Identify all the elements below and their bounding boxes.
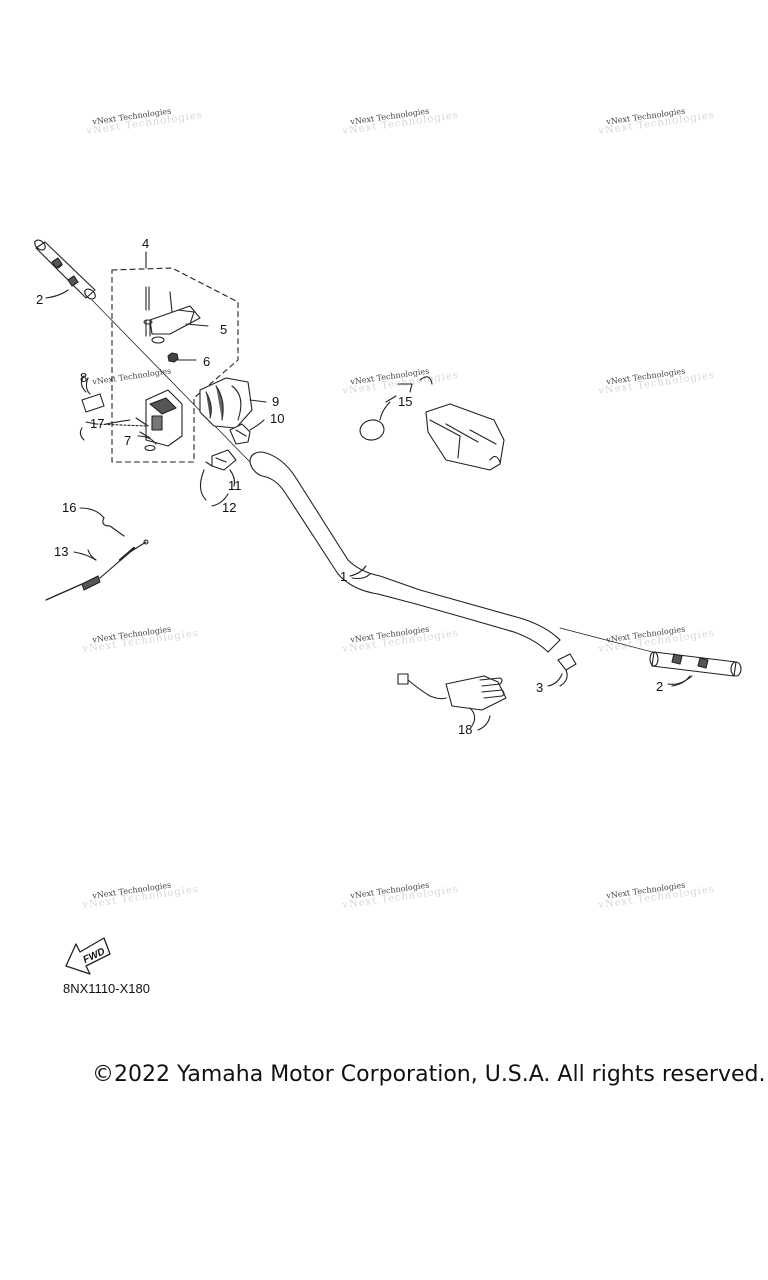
handlebar xyxy=(249,451,561,653)
diagram-code: 8NX1110-X180 xyxy=(63,981,150,996)
leader-13 xyxy=(73,551,97,561)
leader-3 xyxy=(547,673,563,687)
callout-10: 10 xyxy=(270,411,285,426)
callout-2-right: 2 xyxy=(656,679,664,694)
bar-end xyxy=(557,653,577,687)
callout-1: 1 xyxy=(340,569,348,584)
grip-right xyxy=(649,651,742,685)
switch-housing xyxy=(79,375,183,452)
callout-12: 12 xyxy=(222,500,237,515)
callout-7: 7 xyxy=(124,433,132,448)
fwd-arrow-icon xyxy=(65,937,111,975)
callout-3: 3 xyxy=(536,680,544,695)
callout-18: 18 xyxy=(458,722,473,737)
leader-12 xyxy=(211,493,229,507)
copyright-notice: ©2022 Yamaha Motor Corporation, U.S.A. A… xyxy=(92,1062,766,1087)
group-box xyxy=(111,267,239,463)
nut-6 xyxy=(167,352,197,363)
switch-connector xyxy=(397,673,507,727)
callout-8: 8 xyxy=(80,370,88,385)
leader-15 xyxy=(379,401,391,421)
callout-6: 6 xyxy=(203,354,211,369)
callout-5: 5 xyxy=(220,322,228,337)
leader-2-left xyxy=(45,289,69,299)
leader-2-right xyxy=(671,675,691,687)
grip-left xyxy=(34,239,96,300)
callout-9: 9 xyxy=(272,394,280,409)
callout-2-left: 2 xyxy=(36,292,44,307)
callout-15: 15 xyxy=(398,394,413,409)
part-11-12 xyxy=(199,449,237,501)
part-10 xyxy=(229,419,265,445)
callout-4: 4 xyxy=(142,236,150,251)
leader-18 xyxy=(477,715,491,731)
cable-line-right xyxy=(559,627,661,655)
callout-11: 11 xyxy=(228,478,242,493)
throttle-cable xyxy=(45,517,149,601)
leader-16 xyxy=(79,507,105,519)
lever-holder xyxy=(143,286,209,344)
switch-cover xyxy=(199,377,267,429)
leader-8 xyxy=(85,377,91,395)
callout-13: 13 xyxy=(54,544,69,559)
leader-1 xyxy=(349,565,367,577)
leader-7 xyxy=(137,435,157,445)
callout-16: 16 xyxy=(62,500,77,515)
hand-guard xyxy=(359,376,505,471)
callout-17: 17 xyxy=(90,416,105,431)
cable-line xyxy=(91,299,251,463)
leader-17 xyxy=(105,419,131,425)
